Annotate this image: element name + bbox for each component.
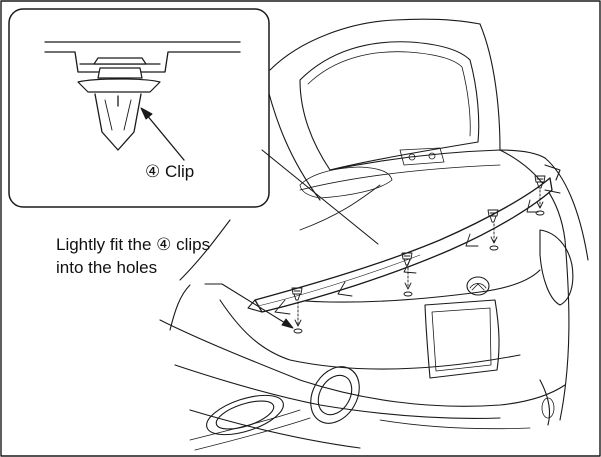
instruction-leader-line: [204, 283, 291, 327]
body-right-side: [499, 149, 570, 421]
rear-window: [299, 41, 480, 171]
car-body: [159, 18, 589, 451]
hole-mark: [489, 245, 499, 251]
rear-emblem: [466, 276, 490, 296]
clip-label: ④ Clip: [145, 162, 195, 181]
arrowhead: [281, 318, 294, 329]
clip-callout-inset: [8, 8, 379, 245]
trunk-lid-edge: [289, 269, 541, 303]
arrowhead: [140, 107, 153, 120]
instruction-line-1: Lightly fit the ④ clips: [56, 235, 211, 254]
trunk-latch: [399, 147, 445, 166]
rear-bumper: [159, 319, 566, 407]
inset-pointer-line: [261, 149, 379, 245]
clip-mark: [291, 287, 303, 301]
instruction-line-2: into the holes: [56, 258, 158, 277]
roof-outline: [269, 18, 481, 71]
spoiler-body: [254, 177, 553, 313]
spoiler-clips: [291, 175, 546, 334]
rear-spoiler: [247, 164, 561, 315]
exhaust-tips: [189, 366, 360, 451]
taillight-right: [539, 229, 574, 306]
hole-mark: [403, 291, 413, 297]
clip-mark: [534, 175, 546, 189]
clip-mark: [401, 252, 413, 266]
hole-mark: [293, 328, 303, 334]
clip-leader-line: [145, 113, 185, 161]
clip-mark: [487, 209, 499, 223]
license-plate-recess: [424, 299, 500, 379]
hole-mark: [535, 210, 545, 216]
clip-flange: [77, 78, 161, 93]
